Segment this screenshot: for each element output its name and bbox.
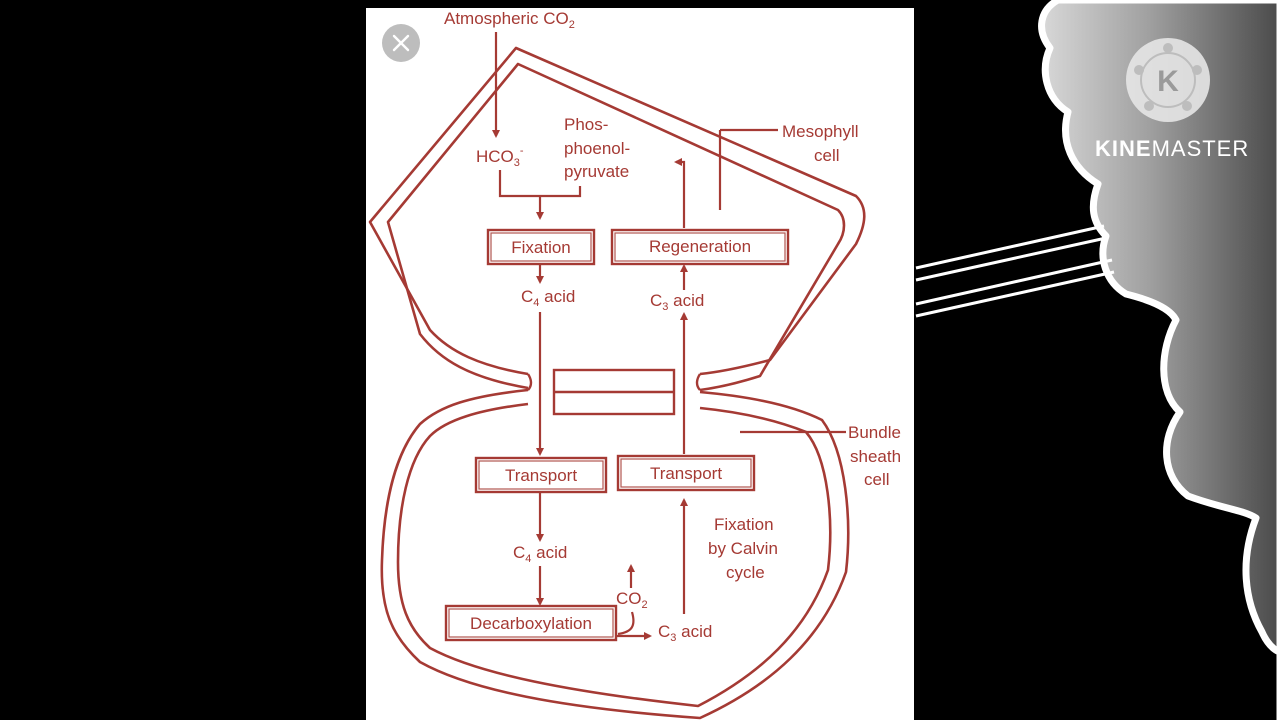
decarboxylation-box-inner: [448, 608, 614, 638]
arrow-regeneration-to-pep: [674, 158, 686, 228]
mesophyll-outer-wall: [368, 46, 866, 376]
fixation-box-inner: [490, 232, 592, 262]
kinemaster-brand-text: KINEMASTER: [1095, 136, 1249, 161]
co2-label: CO2: [616, 589, 648, 611]
calvin-label-line1: Fixation: [714, 515, 774, 534]
kinemaster-watermark: K KINEMASTER: [1095, 38, 1249, 161]
close-button[interactable]: [382, 24, 420, 62]
mesophyll-cell-wall: [368, 46, 866, 392]
regeneration-label: Regeneration: [649, 237, 751, 256]
bundle-inner-wall: [396, 402, 832, 708]
pep-label-line2: phoenol-: [564, 139, 630, 158]
right-neck: [695, 373, 702, 391]
pep-label-line1: Phos-: [564, 115, 608, 134]
co2-release-curve: [617, 611, 635, 636]
plasmodesma: [526, 368, 702, 416]
fixation-box: [486, 228, 596, 266]
calvin-label-line3: cycle: [726, 563, 765, 582]
bundle-label-line3: cell: [864, 470, 890, 489]
fixation-label: Fixation: [511, 238, 571, 257]
decorative-cloud: [1038, 0, 1280, 720]
transport-left-box-inner: [478, 460, 604, 490]
diagram-paper: [366, 8, 914, 720]
c4-acid-bottom-label: C4 acid: [513, 543, 567, 565]
svg-text:K: K: [1157, 65, 1179, 98]
decorative-lines: [915, 224, 1115, 318]
mesophyll-inner-wall: [386, 62, 846, 392]
left-neck: [526, 373, 533, 391]
bundle-label-line2: sheath: [850, 447, 901, 466]
bundle-label-line1: Bundle: [848, 423, 901, 442]
bundle-outer-wall: [380, 388, 850, 720]
transport-left-label: Transport: [505, 466, 577, 485]
atmospheric-co2-label: Atmospheric CO2: [444, 9, 575, 31]
regeneration-box: [610, 228, 790, 266]
kinemaster-logo-icon: K: [1126, 38, 1210, 122]
transport-right-label: Transport: [650, 464, 722, 483]
pep-label-line3: pyruvate: [564, 162, 629, 181]
bundle-sheath-cell-wall: [380, 388, 850, 720]
decarboxylation-box: [444, 604, 618, 642]
c3-acid-bottom-label: C3 acid: [658, 622, 712, 644]
decarboxylation-label: Decarboxylation: [470, 614, 592, 633]
calvin-label-line2: by Calvin: [708, 539, 778, 558]
regeneration-box-inner: [614, 232, 786, 262]
c3-acid-top-label: C3 acid: [650, 291, 704, 313]
hco3-label: HCO3-: [476, 145, 524, 169]
close-icon: [392, 34, 410, 52]
c4-acid-top-label: C4 acid: [521, 287, 575, 309]
mesophyll-label-line2: cell: [814, 146, 840, 165]
transport-right-box-inner: [620, 458, 752, 488]
transport-right-box: [616, 454, 756, 492]
mesophyll-label-line1: Mesophyll: [782, 122, 859, 141]
